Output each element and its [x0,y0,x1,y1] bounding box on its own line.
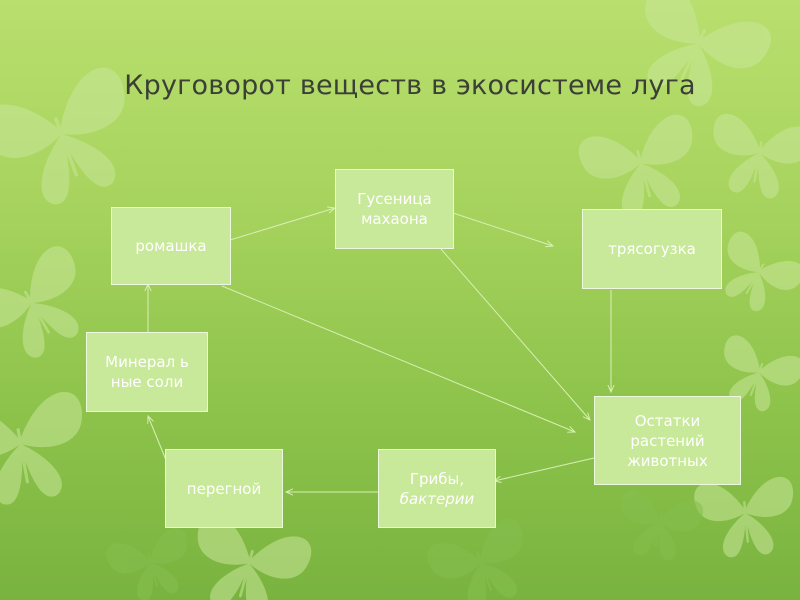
node-ostatki: Остатки растений животных [594,396,741,485]
node-label: перегной [186,479,262,498]
node-mineral: Минерал ь ные соли [86,332,208,412]
arrow-romashka-to-gusenitsa [229,208,335,241]
node-peregnoy: перегной [165,449,283,528]
node-label-italic: бактерии [399,489,475,508]
node-gusenitsa: Гусеница махаона [335,169,454,249]
node-label: трясогузка [608,240,696,258]
arrow-gusenitsa-to-ostatki [440,248,590,420]
arrow-romashka-to-ostatki [221,285,575,432]
node-label: Грибы, [409,469,465,488]
node-label: ромашка [135,237,207,255]
arrow-peregnoy-to-mineral [148,416,167,461]
arrow-gusenitsa-to-tryasoguzka [452,212,553,246]
node-tryasoguzka: трясогузка [582,209,722,289]
slide-title: Круговорот веществ в экосистеме луга [124,70,696,101]
node-label: Минерал ь ные соли [105,353,189,391]
arrow-ostatki-to-griby [494,457,595,481]
node-label: Гусеница махаона [357,190,432,228]
node-griby: Грибы, бактерии [378,449,496,528]
node-label: Остатки растений животных [627,411,708,470]
node-romashka: ромашка [111,207,231,285]
